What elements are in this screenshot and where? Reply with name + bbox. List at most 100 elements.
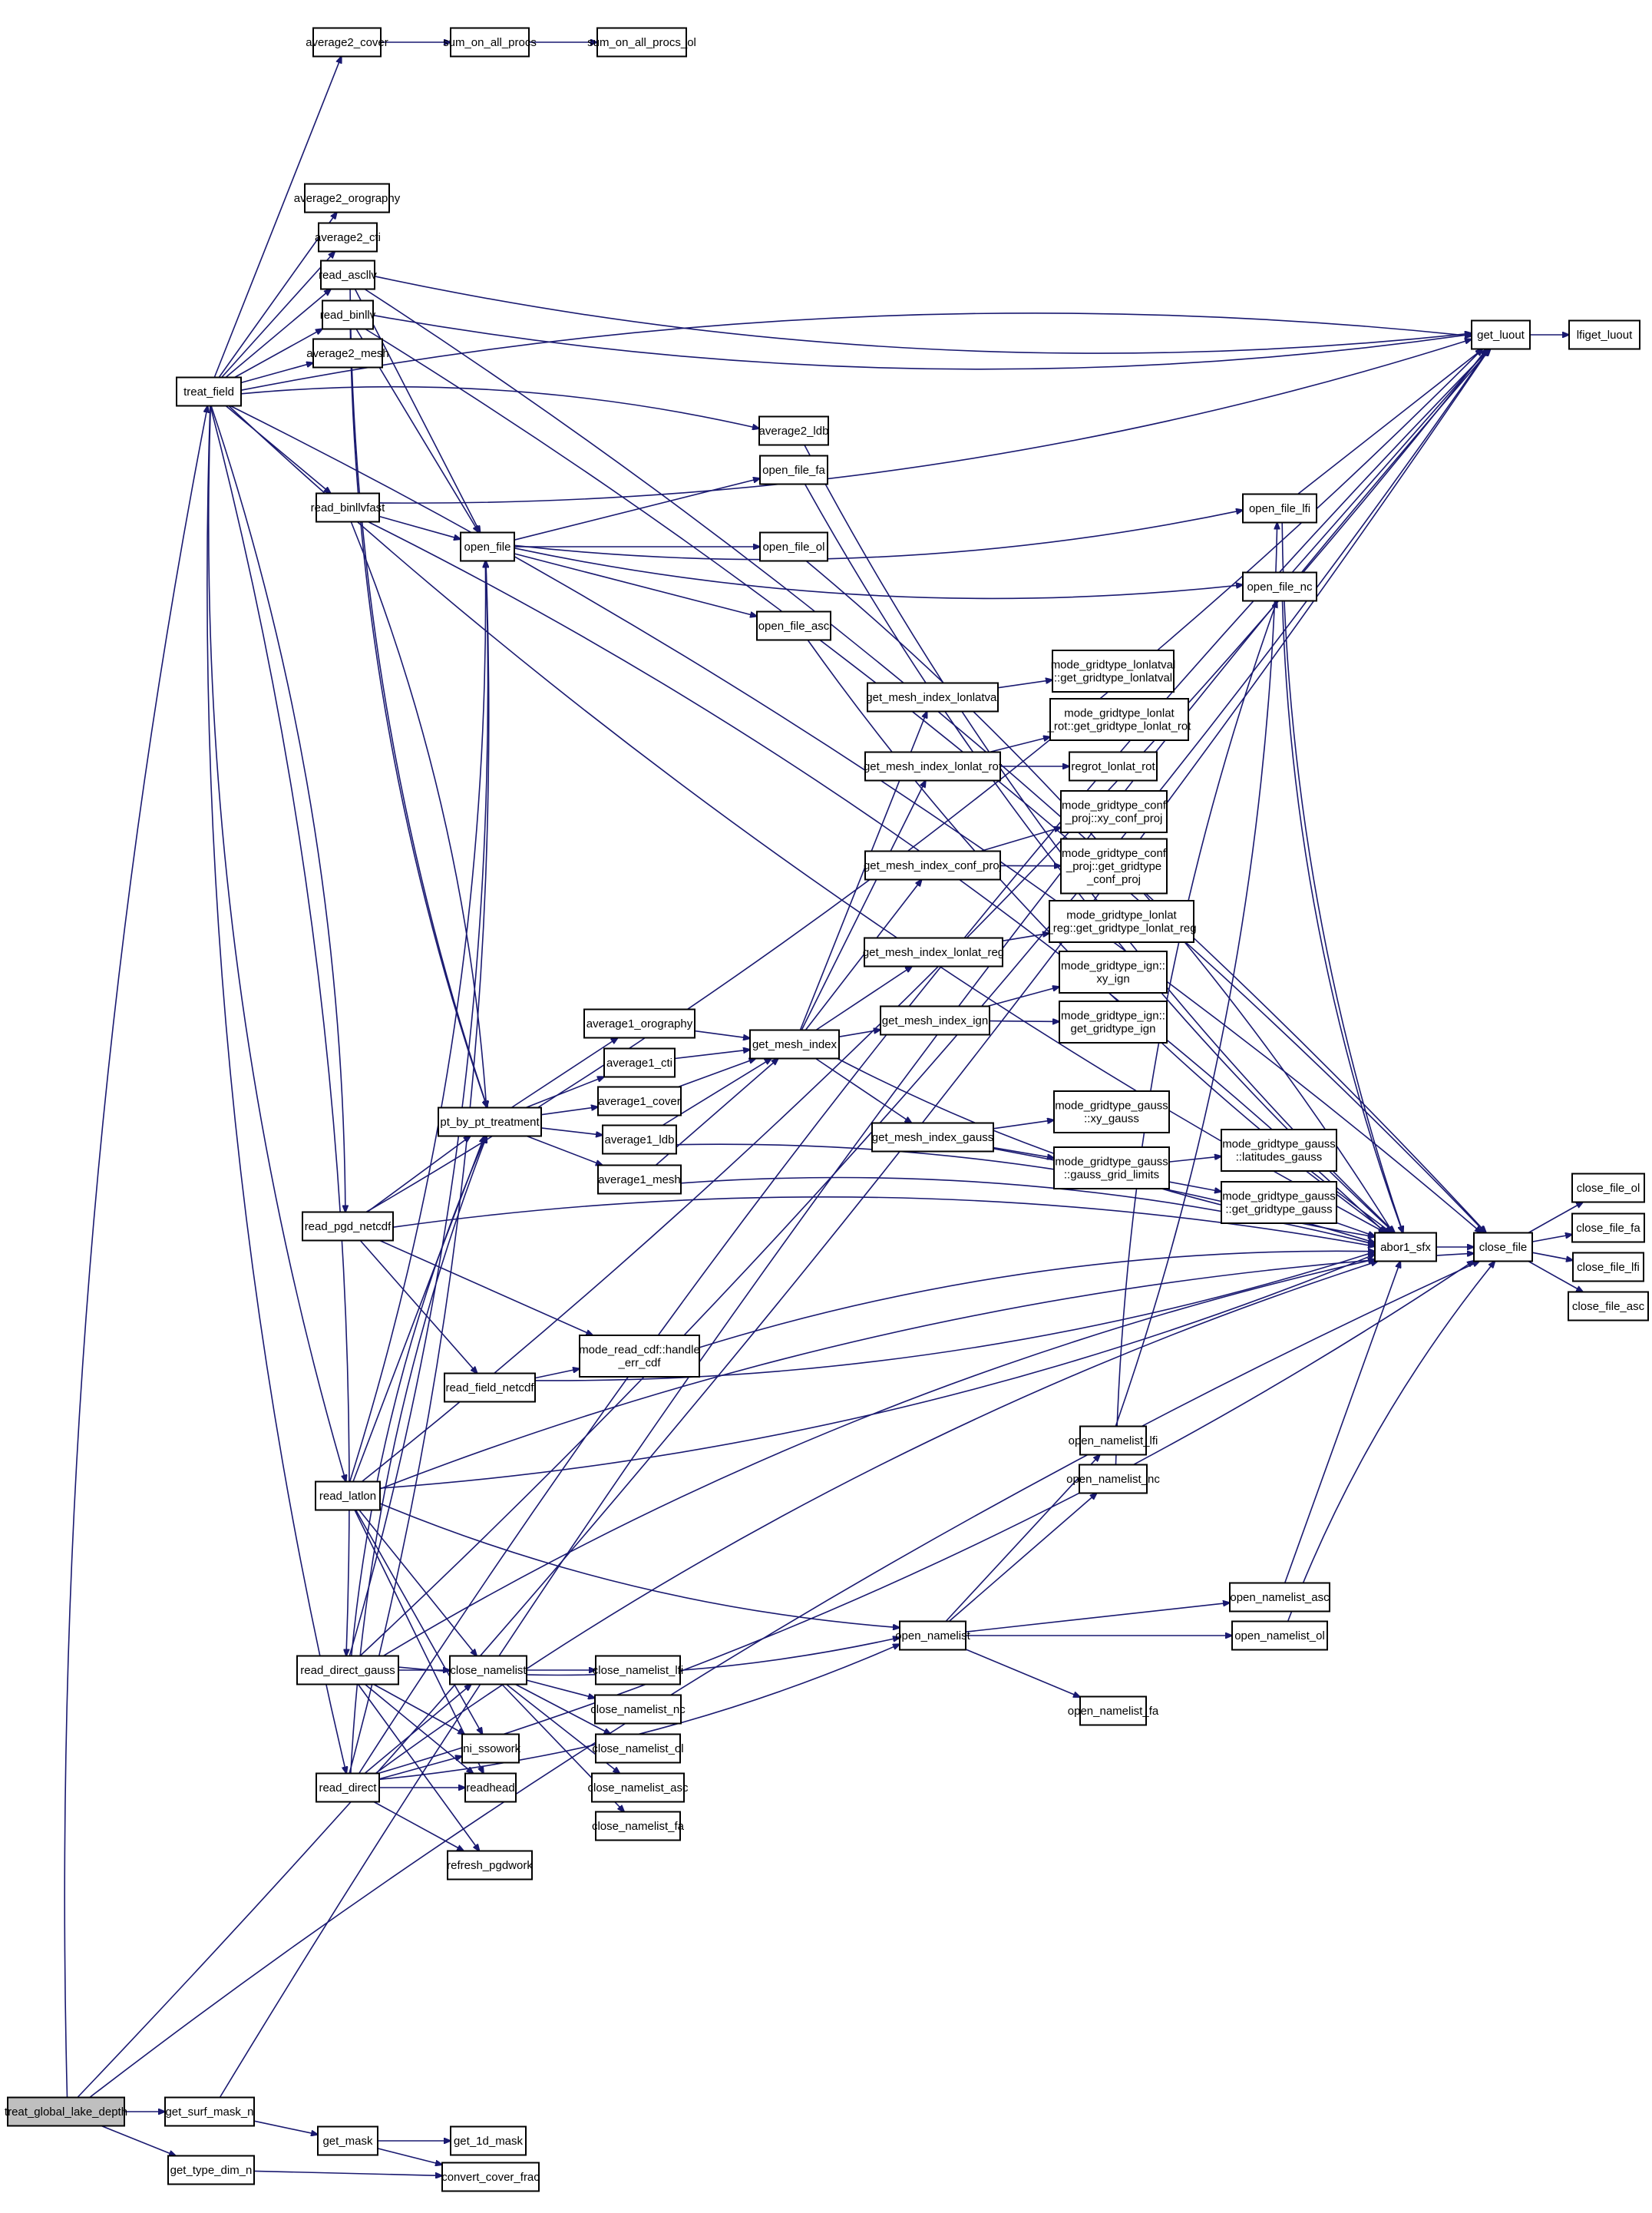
node-average1-ldb[interactable]: average1_ldb — [602, 1124, 677, 1155]
node-open-file-lfi[interactable]: open_file_lfi — [1242, 493, 1317, 524]
node-read-direct-gauss[interactable]: read_direct_gauss — [296, 1655, 399, 1685]
node-get-mesh-index-lonlat-rot[interactable]: get_mesh_index_lonlat_rot — [864, 751, 1003, 782]
node-label: close_namelist_lfi — [593, 1664, 683, 1677]
node-regrot-lonlat-rot[interactable]: regrot_lonlat_rot — [1069, 751, 1158, 782]
node-open-file-nc[interactable]: open_file_nc — [1242, 571, 1317, 602]
node-mode-gridtype-gauss-get[interactable]: mode_gridtype_gauss::get_gridtype_gauss — [1221, 1181, 1337, 1224]
node-average2-orography[interactable]: average2_orography — [294, 183, 401, 213]
node-sum-on-all-procs-ol[interactable]: sum_on_all_procs_ol — [587, 27, 696, 58]
node-get-1d-mask[interactable]: get_1d_mask — [450, 2125, 527, 2156]
node-open-file-asc[interactable]: open_file_asc — [756, 610, 831, 641]
node-pt-by-pt-treatment[interactable]: pt_by_pt_treatment — [438, 1106, 542, 1137]
node-label: get_mask — [322, 2135, 373, 2148]
node-read-pgd-netcdf[interactable]: read_pgd_netcdf — [302, 1211, 394, 1242]
node-box — [759, 531, 828, 562]
node-refresh-pgdwork[interactable]: refresh_pgdwork — [447, 1850, 533, 1881]
node-open-namelist-asc[interactable]: open_namelist_asc — [1229, 1582, 1330, 1613]
node-close-namelist-fa[interactable]: close_namelist_fa — [592, 1811, 685, 1841]
node-open-file[interactable]: open_file — [460, 531, 515, 562]
node-box — [312, 338, 383, 369]
node-mode-gridtype-ign-get[interactable]: mode_gridtype_ign::get_gridtype_ign — [1059, 1001, 1168, 1044]
node-read-field-netcdf[interactable]: read_field_netcdf — [444, 1372, 536, 1403]
node-average2-ldb[interactable]: average2_ldb — [758, 415, 829, 446]
node-read-binllvfast[interactable]: read_binllvfast — [311, 492, 386, 523]
node-get-mesh-index-ign[interactable]: get_mesh_index_ign — [880, 1005, 990, 1036]
node-close-file[interactable]: close_file — [1473, 1232, 1533, 1262]
node-mode-gridtype-lonlat-reg[interactable]: mode_gridtype_lonlat_reg::get_gridtype_l… — [1046, 900, 1197, 943]
edge-read-field-netcdf-to-mode-read-cdf — [534, 1368, 580, 1379]
node-get-mesh-index-lonlatval[interactable]: get_mesh_index_lonlatval — [866, 682, 999, 713]
node-average2-cti[interactable]: average2_cti — [315, 222, 381, 253]
node-mode-gridtype-ign-xy[interactable]: mode_gridtype_ign::xy_ign — [1059, 951, 1168, 994]
node-read-binllv[interactable]: read_binllv — [320, 299, 376, 330]
node-get-mesh-index-conf-proj[interactable]: get_mesh_index_conf_proj — [864, 850, 1002, 881]
edge-read-binllv-to-pt-by-pt-treatment — [349, 329, 487, 1108]
node-get-luout[interactable]: get_luout — [1471, 319, 1531, 350]
node-open-namelist-nc[interactable]: open_namelist_nc — [1066, 1464, 1160, 1494]
node-mode-gridtype-conf-proj-get[interactable]: mode_gridtype_conf_proj::get_gridtype_co… — [1060, 838, 1168, 895]
node-average1-cti[interactable]: average1_cti — [603, 1047, 676, 1078]
node-box — [899, 1620, 966, 1651]
node-sum-on-all-procs[interactable]: sum_on_all_procs — [443, 27, 537, 58]
edge-treat-field-to-read-latlon — [207, 405, 346, 1482]
node-open-namelist-fa[interactable]: open_namelist_fa — [1068, 1695, 1159, 1726]
edge-open-namelist-to-open-namelist-nc — [948, 1494, 1096, 1623]
node-open-namelist[interactable]: open_namelist — [895, 1620, 971, 1651]
node-convert-cover-frac[interactable]: convert_cover_frac — [441, 2162, 540, 2192]
node-lfiget-luout[interactable]: lfiget_luout — [1568, 319, 1640, 350]
node-average1-cover[interactable]: average1_cover — [597, 1086, 682, 1116]
node-close-file-fa[interactable]: close_file_fa — [1571, 1212, 1645, 1243]
node-mode-gridtype-conf-proj-xy[interactable]: mode_gridtype_conf_proj::xy_conf_proj — [1060, 790, 1168, 833]
node-mode-gridtype-gauss-xy[interactable]: mode_gridtype_gauss::xy_gauss — [1053, 1090, 1170, 1133]
node-ini-ssowork[interactable]: ini_ssowork — [461, 1733, 521, 1764]
node-average1-mesh[interactable]: average1_mesh — [597, 1164, 682, 1195]
node-average2-mesh[interactable]: average2_mesh — [306, 338, 389, 369]
node-close-namelist-lfi[interactable]: close_namelist_lfi — [593, 1655, 683, 1685]
node-label: open_namelist_fa — [1068, 1705, 1159, 1718]
node-box — [444, 1372, 536, 1403]
node-close-namelist[interactable]: close_namelist — [449, 1655, 527, 1685]
node-box — [591, 1772, 685, 1803]
node-get-mesh-index-gauss[interactable]: get_mesh_index_gauss — [871, 1122, 994, 1153]
node-close-file-ol[interactable]: close_file_ol — [1571, 1173, 1645, 1203]
node-open-namelist-lfi[interactable]: open_namelist_lfi — [1069, 1425, 1158, 1456]
node-abor1-sfx[interactable]: abor1_sfx — [1374, 1232, 1437, 1262]
edge-read-direct-gauss-to-abor1-sfx — [382, 1259, 1375, 1657]
node-box — [583, 1008, 695, 1039]
node-open-file-ol[interactable]: open_file_ol — [759, 531, 828, 562]
node-mode-gridtype-gauss-limits[interactable]: mode_gridtype_gauss::gauss_grid_limits — [1053, 1146, 1170, 1189]
node-close-namelist-nc[interactable]: close_namelist_nc — [590, 1694, 686, 1725]
node-readhead[interactable]: readhead — [464, 1772, 517, 1803]
node-mode-gridtype-lonlatval[interactable]: mode_gridtype_lonlatval::get_gridtype_lo… — [1051, 650, 1176, 693]
edge-read-direct-to-refresh-pgdwork — [373, 1801, 464, 1851]
node-close-namelist-ol[interactable]: close_namelist_ol — [592, 1733, 684, 1764]
node-get-surf-mask-n[interactable]: get_surf_mask_n — [164, 2096, 255, 2127]
node-treat-global-lake-depth[interactable]: treat_global_lake_depth — [5, 2096, 127, 2127]
node-get-type-dim-n[interactable]: get_type_dim_n — [167, 2155, 255, 2185]
node-get-mesh-index[interactable]: get_mesh_index — [749, 1029, 840, 1060]
node-close-file-asc[interactable]: close_file_asc — [1568, 1291, 1649, 1322]
node-mode-gridtype-lonlat-rot[interactable]: mode_gridtype_lonlat_rot::get_gridtype_l… — [1047, 698, 1192, 741]
node-read-ascllv[interactable]: read_ascllv — [319, 260, 377, 290]
node-close-file-lfi[interactable]: close_file_lfi — [1572, 1252, 1644, 1282]
node-average1-orography[interactable]: average1_orography — [583, 1008, 695, 1039]
node-get-mesh-index-lonlat-reg[interactable]: get_mesh_index_lonlat_reg — [863, 937, 1004, 968]
node-read-direct[interactable]: read_direct — [316, 1772, 380, 1803]
node-box — [464, 1772, 517, 1803]
node-average2-cover[interactable]: average2_cover — [306, 27, 388, 58]
node-box — [597, 1164, 682, 1195]
edge-get-mesh-index-to-get-mesh-index-lonlat-reg — [815, 967, 912, 1031]
node-mode-gridtype-gauss-lat[interactable]: mode_gridtype_gauss::latitudes_gauss — [1221, 1129, 1337, 1172]
node-open-file-fa[interactable]: open_file_fa — [759, 455, 828, 485]
node-close-namelist-asc[interactable]: close_namelist_asc — [588, 1772, 689, 1803]
node-box — [1053, 1146, 1170, 1189]
node-read-latlon[interactable]: read_latlon — [315, 1480, 381, 1511]
node-label: mode_gridtype_lonlat — [1066, 909, 1177, 922]
node-treat-field[interactable]: treat_field — [176, 376, 242, 407]
node-mode-read-cdf[interactable]: mode_read_cdf::handle_err_cdf — [579, 1335, 700, 1378]
edge-read-binllv-to-close-file — [365, 328, 1485, 1233]
node-open-namelist-ol[interactable]: open_namelist_ol — [1231, 1620, 1328, 1651]
node-get-mask[interactable]: get_mask — [317, 2125, 378, 2156]
node-label: get_mesh_index_gauss — [872, 1131, 993, 1144]
